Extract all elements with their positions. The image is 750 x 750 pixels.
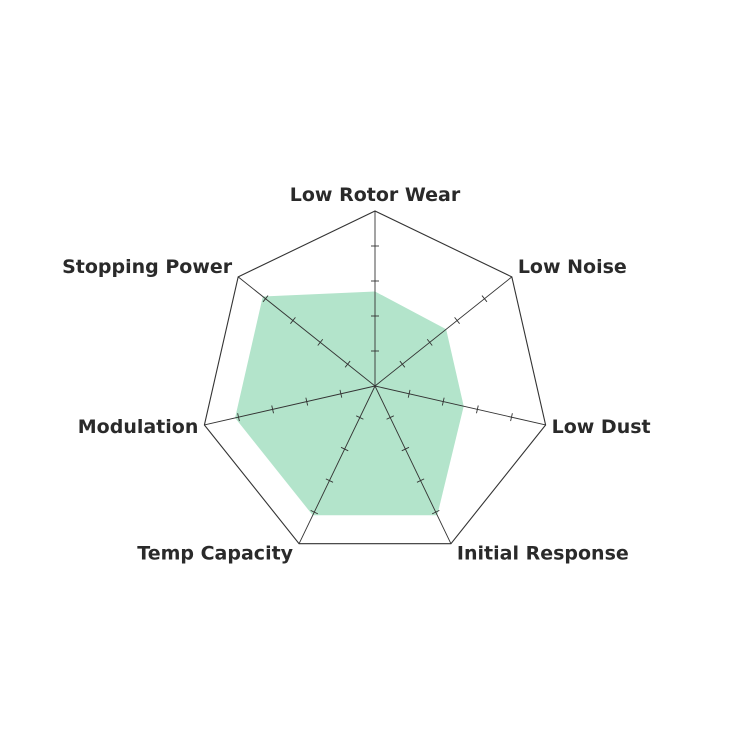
axis-label-3: Initial Response bbox=[457, 543, 629, 565]
axis-spoke-5 bbox=[204, 385, 376, 426]
axis-tick-1-1 bbox=[399, 360, 406, 368]
radar-frame bbox=[203, 210, 547, 545]
axis-tick-6-1 bbox=[344, 360, 351, 368]
axis-tick-6-2 bbox=[317, 338, 324, 346]
axis-tick-2-1 bbox=[407, 389, 411, 398]
axis-label-1: Low Noise bbox=[518, 256, 627, 278]
axis-tick-4-2 bbox=[340, 446, 349, 452]
axis-spoke-3 bbox=[374, 385, 452, 544]
axis-label-2: Low Dust bbox=[552, 416, 651, 438]
axis-tick-6-4 bbox=[262, 295, 269, 303]
axis-tick-5-2 bbox=[305, 397, 309, 406]
axis-tick-3-3 bbox=[416, 478, 425, 483]
axis-tick-5-3 bbox=[271, 405, 274, 414]
series-area-layer bbox=[235, 291, 464, 516]
axis-label-6: Stopping Power bbox=[62, 256, 233, 278]
outer-outline bbox=[203, 210, 547, 545]
axis-spoke-2 bbox=[374, 385, 546, 426]
axis-tick-5-4 bbox=[237, 413, 240, 422]
axis-tick-3-1 bbox=[386, 415, 394, 420]
axis-tick-5-1 bbox=[339, 389, 343, 398]
axis-tick-2-4 bbox=[510, 413, 513, 422]
axis-label-0: Low Rotor Wear bbox=[290, 184, 461, 206]
axis-tick-4-4 bbox=[310, 509, 319, 515]
axis-tick-4-1 bbox=[356, 415, 364, 420]
axis-tick-4-3 bbox=[325, 478, 334, 483]
axis-tick-3-2 bbox=[401, 446, 410, 452]
axis-label-4: Temp Capacity bbox=[137, 543, 293, 565]
axis-tick-1-2 bbox=[426, 338, 433, 346]
axis-label-5: Modulation bbox=[78, 416, 199, 438]
axis-tick-2-2 bbox=[441, 397, 445, 406]
axis-tick-2-3 bbox=[476, 405, 479, 414]
axis-spoke-4 bbox=[298, 385, 376, 544]
axis-tick-1-3 bbox=[454, 317, 460, 324]
series-area-0 bbox=[235, 291, 464, 516]
axis-spoke-1 bbox=[374, 276, 513, 387]
axis-tick-6-3 bbox=[290, 317, 296, 324]
axis-spoke-6 bbox=[237, 276, 376, 387]
axis-tick-1-4 bbox=[481, 295, 488, 303]
axis-tick-3-4 bbox=[431, 509, 440, 515]
